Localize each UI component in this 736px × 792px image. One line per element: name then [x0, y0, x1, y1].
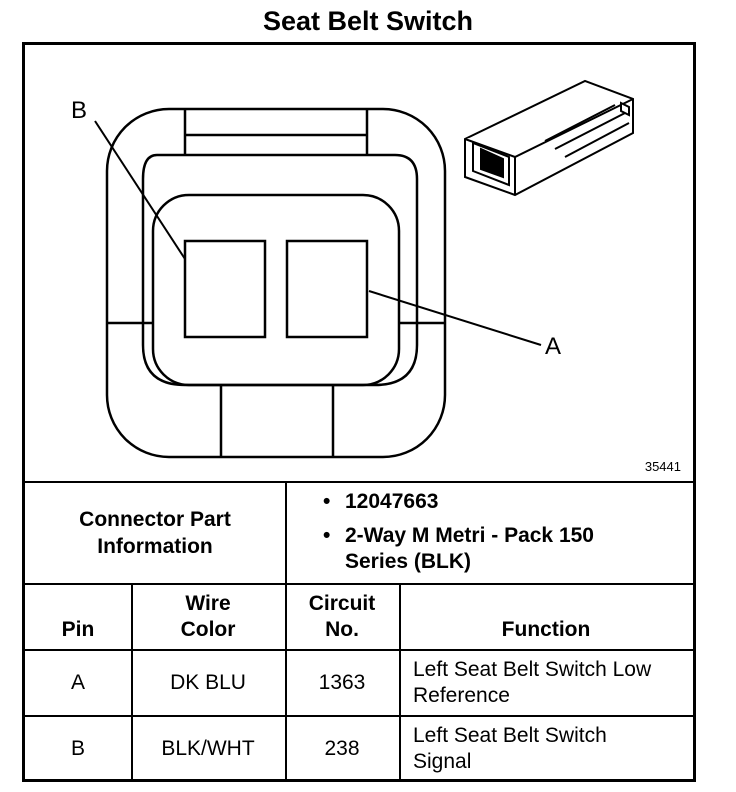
connector-bottom-tab — [219, 385, 335, 457]
header-wire-color: Wire Color — [180, 592, 236, 641]
table-cell-pin: B — [70, 737, 85, 760]
table-top-rule — [25, 481, 693, 483]
table-divider — [131, 583, 133, 781]
table-divider — [399, 583, 401, 781]
connector-housing-outer — [105, 107, 447, 459]
table-rule — [25, 715, 693, 717]
table-cell-wire-color: DK BLU — [170, 671, 246, 694]
connector-face — [151, 193, 401, 387]
table-divider — [285, 481, 287, 781]
callout-b: B — [71, 97, 88, 124]
figure-number: 35441 — [644, 459, 681, 474]
connector-info-list: •12047663 •2-Way M Metri - Pack 150 Seri… — [323, 489, 683, 575]
table-cell-function: Left Seat Belt Switch Signal — [413, 724, 607, 773]
connector-3d-illustration — [464, 79, 634, 197]
callout-a: A — [545, 333, 562, 360]
table-cell-circuit: 238 — [324, 737, 360, 760]
header-pin: Pin — [61, 618, 95, 641]
table-rule — [25, 649, 693, 651]
header-function: Function — [501, 618, 591, 641]
connector-latch — [183, 109, 369, 155]
connector-face-diagram — [94, 79, 634, 459]
table-cell-function: Left Seat Belt Switch Low Reference — [413, 658, 652, 707]
connector-housing-inner — [141, 153, 419, 387]
connector-info-label: Connector Part Information — [79, 508, 231, 558]
header-circuit-no: Circuit No. — [308, 592, 376, 641]
leader-line-a — [368, 290, 542, 346]
list-item: •12047663 — [323, 490, 439, 513]
table-rule — [25, 583, 693, 585]
table-cell-pin: A — [70, 671, 85, 694]
table-cell-wire-color: BLK/WHT — [161, 737, 255, 760]
diagram-title: Seat Belt Switch — [262, 6, 474, 36]
leader-line-b — [94, 120, 186, 260]
list-item: •2-Way M Metri - Pack 150 Series (BLK) — [323, 524, 594, 573]
diagram-frame: B A 35441 Connector Part Information •12… — [22, 42, 696, 782]
table-cell-circuit: 1363 — [318, 671, 366, 694]
cavity-a — [285, 239, 369, 339]
cavity-b — [183, 239, 267, 339]
